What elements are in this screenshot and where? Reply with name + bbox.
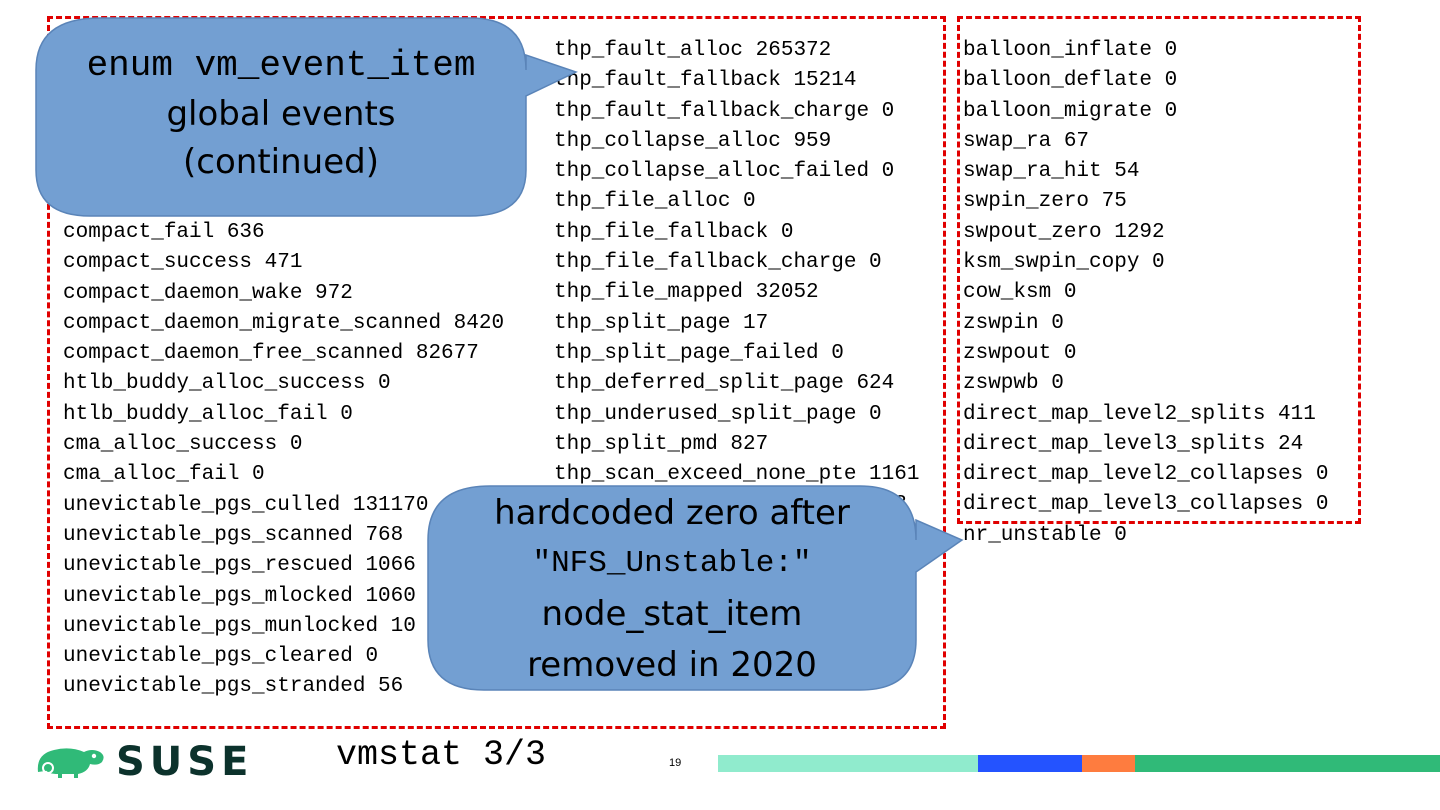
left-item: htlb_buddy_alloc_fail 0 xyxy=(63,402,353,426)
right-item: swap_ra 67 xyxy=(963,129,1090,153)
middle-item: thp_collapse_alloc 959 xyxy=(554,129,832,153)
callout-bottom-line3: node_stat_item xyxy=(541,594,803,634)
left-item: cma_alloc_success 0 xyxy=(63,433,303,457)
right-item: balloon_deflate 0 xyxy=(963,69,1178,93)
middle-item: thp_split_page_failed 0 xyxy=(554,341,844,365)
right-item: ksm_swpin_copy 0 xyxy=(963,251,1165,275)
middle-item: thp_file_fallback_charge 0 xyxy=(554,251,882,275)
callout-bottom-line2: "NFS_Unstable:" xyxy=(532,545,812,581)
left-item: htlb_buddy_alloc_success 0 xyxy=(63,372,391,396)
right-item: zswpout 0 xyxy=(963,341,1077,365)
right-item: swpout_zero 1292 xyxy=(963,220,1165,244)
middle-item: thp_file_fallback 0 xyxy=(554,220,794,244)
callout-top-line3: (continued) xyxy=(183,142,379,182)
right-item: nr_unstable 0 xyxy=(963,523,1127,547)
left-item: compact_daemon_free_scanned 82677 xyxy=(63,342,479,366)
middle-item: thp_underused_split_page 0 xyxy=(554,402,882,426)
middle-item: thp_collapse_alloc_failed 0 xyxy=(554,160,895,184)
footer-stripe-2 xyxy=(978,755,1082,772)
middle-item: thp_fault_fallback_charge 0 xyxy=(554,99,895,123)
right-item: direct_map_level3_collapses 0 xyxy=(963,493,1329,517)
right-item: direct_map_level2_collapses 0 xyxy=(963,463,1329,487)
page-number: 19 xyxy=(669,757,682,769)
callout-bottom-line4: removed in 2020 xyxy=(527,644,817,685)
middle-item: thp_scan_exceed_none_pte 1161 xyxy=(554,463,920,487)
middle-item: thp_fault_alloc 265372 xyxy=(554,39,832,62)
middle-item: thp_split_page 17 xyxy=(554,311,769,335)
callout-top-bubble xyxy=(35,17,578,217)
middle-item: thp_fault_fallback 15214 xyxy=(554,69,857,93)
left-item: unevictable_pgs_scanned 768 xyxy=(63,523,404,547)
slide-title: vmstat 3/3 xyxy=(336,735,547,775)
middle-item: thp_file_alloc 0 xyxy=(554,190,756,214)
left-item: unevictable_pgs_cleared 0 xyxy=(63,645,379,669)
left-item: compact_daemon_migrate_scanned 8420 xyxy=(63,311,505,335)
callout-top-text: enum vm_event_item global events (contin… xyxy=(36,42,526,186)
right-group-box xyxy=(957,16,1361,524)
left-item: compact_fail 636 xyxy=(63,221,265,244)
left-item: unevictable_pgs_stranded 56 xyxy=(63,675,404,699)
callout-top-line2: global events xyxy=(166,94,396,134)
left-item: cma_alloc_fail 0 xyxy=(63,463,265,487)
footer-stripe-4 xyxy=(1135,755,1440,772)
right-item: direct_map_level3_splits 24 xyxy=(963,432,1304,456)
callout-bottom-line1: hardcoded zero after xyxy=(494,493,850,533)
footer-stripe-1 xyxy=(718,755,978,772)
footer-stripe-3 xyxy=(1082,755,1135,772)
callout-bottom-bubble xyxy=(427,485,964,691)
left-item: unevictable_pgs_munlocked 10 xyxy=(63,614,416,638)
callout-bottom-text: hardcoded zero after "NFS_Unstable:" nod… xyxy=(428,488,916,690)
logo-wordmark: SUSE xyxy=(116,739,254,785)
right-item: direct_map_level2_splits 411 xyxy=(963,402,1316,426)
suse-logo: SUSE xyxy=(34,739,254,785)
left-item: unevictable_pgs_rescued 1066 xyxy=(63,554,416,578)
callout-top-line1: enum vm_event_item xyxy=(86,45,476,86)
right-item: zswpwb 0 xyxy=(963,372,1064,396)
chameleon-icon xyxy=(37,748,104,778)
right-item: cow_ksm 0 xyxy=(963,281,1077,305)
right-item: balloon_inflate 0 xyxy=(963,39,1178,62)
left-item: compact_daemon_wake 972 xyxy=(63,281,353,305)
counter-column-left: compact_fail 636 compact_success 471 compa… xyxy=(63,218,504,703)
middle-item: thp_file_mapped 32052 xyxy=(554,281,819,305)
right-item: swap_ra_hit 54 xyxy=(963,160,1140,184)
right-item: swpin_zero 75 xyxy=(963,190,1127,214)
middle-item: thp_split_pmd 827 xyxy=(554,432,769,456)
right-item: zswpin 0 xyxy=(963,311,1064,335)
left-item: unevictable_pgs_culled 131170 xyxy=(63,493,429,517)
left-item: compact_success 471 xyxy=(63,251,303,275)
middle-item: thp_deferred_split_page 624 xyxy=(554,372,895,396)
counter-column-right: balloon_inflate 0 balloon_deflate 0 balloo… xyxy=(963,36,1328,551)
right-item: balloon_migrate 0 xyxy=(963,99,1178,123)
left-group-box xyxy=(47,16,946,729)
left-item: unevictable_pgs_mlocked 1060 xyxy=(63,584,416,608)
